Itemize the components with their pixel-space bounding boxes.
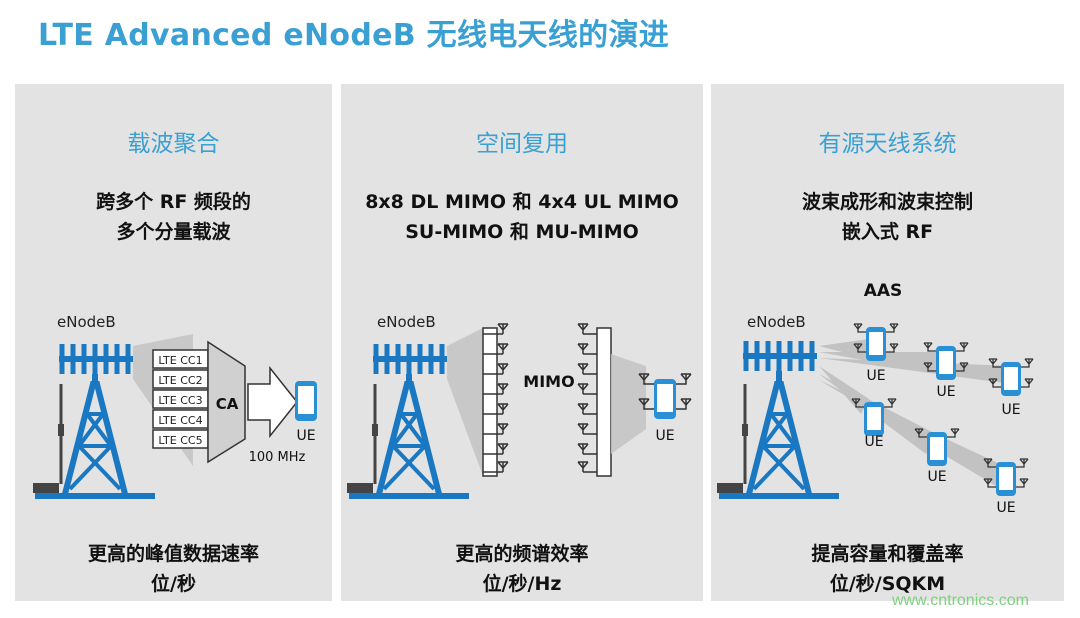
ue-device-2: UE [923, 342, 969, 400]
panel-line-1: 波束成形和波束控制 [801, 191, 973, 213]
aas-diagram: eNodeB AAS [717, 281, 1034, 516]
ue-label: UE [655, 428, 674, 444]
panel-carrier-aggregation: 载波聚合 跨多个 RF 频段的 多个分量载波 eNodeB [15, 84, 332, 601]
ue-label: UE [1001, 402, 1020, 418]
antenna-array-tx [482, 327, 498, 477]
aggregator-shape [207, 340, 246, 464]
ue-label: UE [864, 434, 883, 450]
enodeb-label: eNodeB [57, 313, 116, 331]
panel-line-1: 跨多个 RF 频段的 [96, 191, 251, 213]
panel-active-antenna-system: 有源天线系统 波束成形和波束控制 嵌入式 RF eNodeB AAS [711, 84, 1064, 601]
page-title: LTE Advanced eNodeB 无线电天线的演进 [38, 18, 670, 53]
ue-device-5: UE [914, 428, 960, 485]
antenna-elements-tx [483, 323, 509, 473]
panel-bottom-line-1: 更高的峰值数据速率 [87, 543, 259, 565]
mimo-label: MIMO [523, 372, 574, 391]
beam-shape [447, 328, 483, 476]
ue-label: UE [996, 500, 1015, 516]
ue-device-3: UE [988, 358, 1034, 418]
enodeb-label: eNodeB [747, 313, 806, 331]
aas-label: AAS [864, 281, 903, 301]
carrier-list: LTE CC1 LTE CC2 LTE CC3 LTE CC4 LTE CC5 [152, 349, 209, 449]
panel-bottom-line-2: 位/秒/SQKM [829, 573, 946, 595]
cell-tower-icon [717, 341, 839, 499]
antenna-elements-rx [577, 323, 603, 473]
phone-with-antennas-icon [638, 373, 692, 419]
panel-heading: 载波聚合 [127, 131, 220, 157]
watermark: www.cntronics.com [892, 592, 1029, 609]
panel-heading: 空间复用 [476, 131, 568, 157]
ue-label: UE [927, 469, 946, 485]
carrier-cc1: LTE CC1 [158, 354, 202, 367]
antenna-array-rx [596, 327, 612, 477]
panel-line-1: 8x8 DL MIMO 和 4x4 UL MIMO [365, 191, 679, 213]
ue-device-6: UE [983, 458, 1029, 516]
panel-spatial-multiplexing: 空间复用 8x8 DL MIMO 和 4x4 UL MIMO SU-MIMO 和… [341, 84, 703, 601]
ue-label: UE [936, 384, 955, 400]
panel-line-2: 嵌入式 RF [841, 221, 934, 243]
ue-label: UE [296, 428, 315, 444]
panel-heading: 有源天线系统 [818, 131, 957, 157]
carrier-cc4: LTE CC4 [158, 414, 202, 427]
carrier-cc5: LTE CC5 [158, 434, 202, 447]
arrow-right-icon [247, 365, 298, 439]
carrier-cc3: LTE CC3 [158, 394, 202, 407]
panel-bottom-line-2: 位/秒/Hz [482, 573, 562, 595]
panel-bottom-line-2: 位/秒 [151, 573, 196, 595]
ca-label: CA [216, 395, 239, 413]
panel-line-2: 多个分量载波 [116, 221, 231, 243]
carrier-aggregation-diagram: eNodeB LTE CC1 [33, 313, 317, 499]
enodeb-label: eNodeB [377, 313, 436, 331]
cell-tower-icon [33, 344, 155, 499]
panel-bottom-line-1: 更高的频谱效率 [455, 543, 589, 565]
ue-label: UE [866, 368, 885, 384]
ue-device-1: UE [853, 323, 899, 384]
mimo-diagram: eNodeB [347, 313, 692, 499]
beams [819, 339, 1011, 489]
bandwidth-label: 100 MHz [249, 450, 306, 465]
carrier-cc2: LTE CC2 [158, 374, 202, 387]
beam-shape-rx [611, 354, 646, 454]
cell-tower-icon [347, 344, 469, 499]
panel-bottom-line-1: 提高容量和覆盖率 [811, 543, 964, 565]
ue-device-4: UE [851, 398, 897, 450]
panel-line-2: SU-MIMO 和 MU-MIMO [405, 221, 639, 243]
phone-icon [295, 381, 317, 421]
